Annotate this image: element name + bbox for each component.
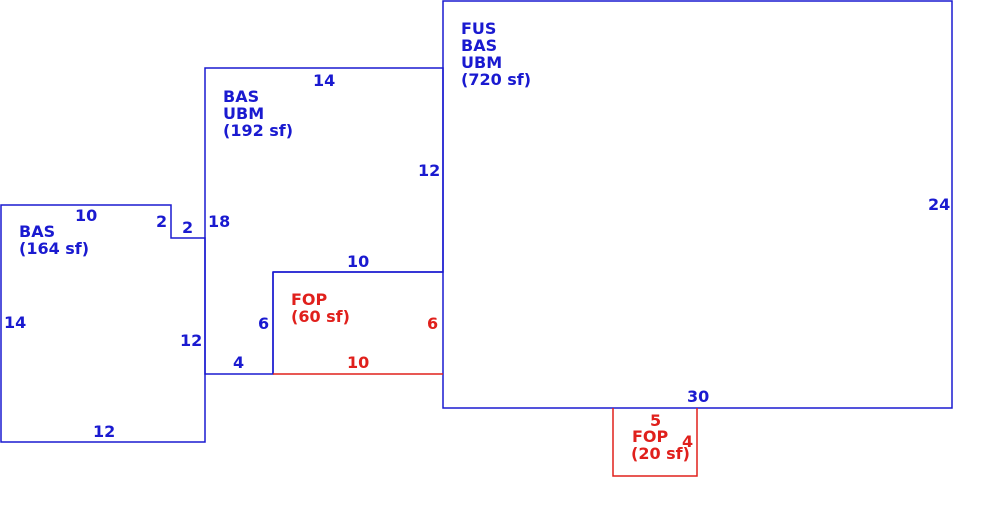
area-code: BAS	[223, 87, 260, 106]
dim-mid-left: 18	[208, 212, 231, 231]
dim-mid-right-upper: 12	[418, 161, 441, 180]
dim-fop-right: 6	[427, 314, 439, 333]
dim-fop2-top: 5	[650, 411, 662, 430]
area-label-fop-bottom: FOP (20 sf)	[631, 428, 690, 462]
area-size: (20 sf)	[631, 444, 690, 463]
area-label-fop-mid: FOP (60 sf)	[291, 291, 350, 325]
area-code: FOP	[291, 290, 328, 309]
dim-left-notch-v: 2	[156, 212, 168, 231]
dim-left-side: 14	[4, 313, 27, 332]
dim-fop2-side: 4	[682, 432, 694, 451]
dim-mid-top: 14	[313, 71, 336, 90]
dim-mid-bottom: 4	[233, 353, 245, 372]
area-size: (60 sf)	[291, 307, 350, 326]
area-code: UBM	[461, 53, 503, 72]
area-label-bas-left: BAS (164 sf)	[19, 223, 89, 257]
area-label-bas-mid: BAS UBM (192 sf)	[223, 88, 293, 139]
dim-left-bottom: 12	[93, 422, 116, 441]
area-size: (164 sf)	[19, 239, 90, 258]
dim-fop-bottom: 10	[347, 353, 370, 372]
dim-fop-top: 10	[347, 252, 370, 271]
area-code: UBM	[223, 104, 265, 123]
area-code: BAS	[461, 36, 498, 55]
dim-mid-fop-left: 6	[258, 314, 270, 333]
area-size: (192 sf)	[223, 121, 294, 140]
area-size: (720 sf)	[461, 70, 532, 89]
area-code: BAS	[19, 222, 56, 241]
area-code: FUS	[461, 19, 497, 38]
dim-left-notch-h: 2	[182, 218, 194, 237]
area-code: FOP	[632, 427, 669, 446]
dim-right-side: 24	[928, 195, 951, 214]
dim-left-right-lower: 12	[180, 331, 203, 350]
area-label-fus-right: FUS BAS UBM (720 sf)	[461, 20, 531, 88]
dim-right-bottom: 30	[687, 387, 710, 406]
fop-bottom-outline	[612, 408, 698, 477]
dim-left-top: 10	[75, 206, 98, 225]
